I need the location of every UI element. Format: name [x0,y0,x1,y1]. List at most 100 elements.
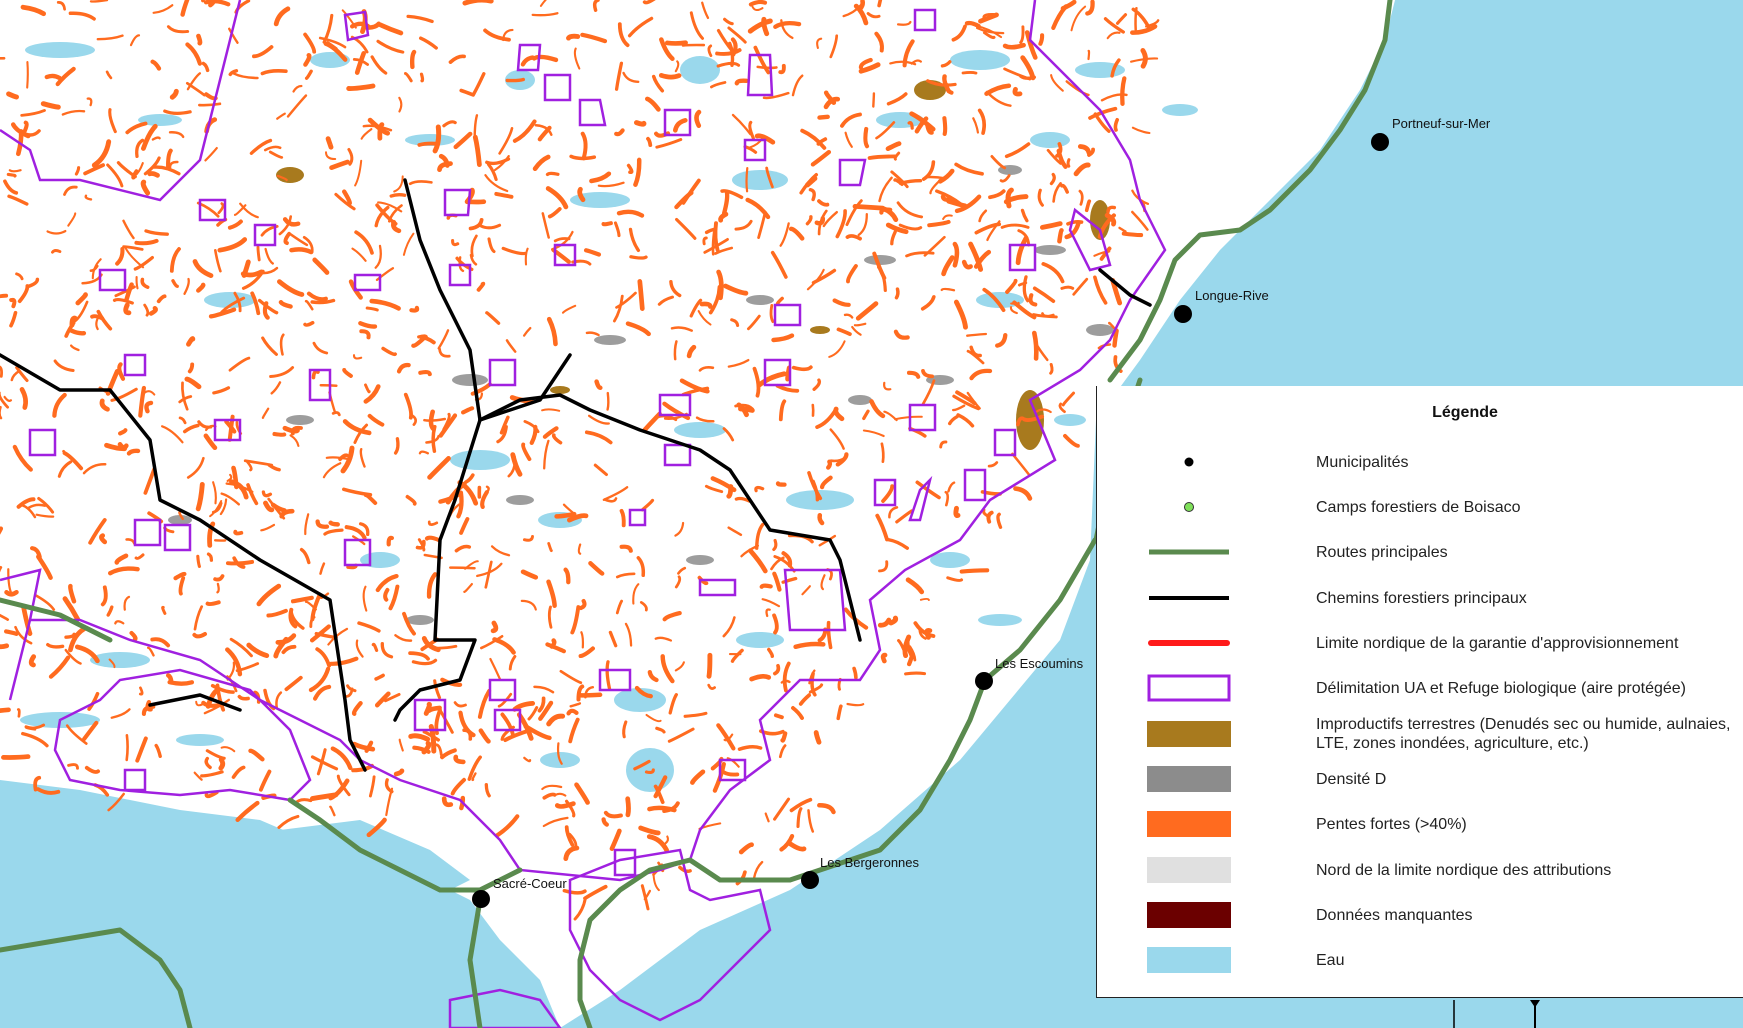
ua-main-boundary [0,0,1167,882]
road-s [467,897,483,1028]
town-markers: Portneuf-sur-Mer Longue-Rive Les Escoumi… [472,116,1491,908]
refuge-23 [763,358,792,387]
town-portneuf[interactable]: Portneuf-sur-Mer [1371,116,1491,151]
refuge-20 [123,353,147,377]
refuge-2 [516,43,542,72]
refuge-13 [553,243,577,267]
refuge-27 [993,428,1017,457]
refuge-26 [213,418,242,442]
road-coastal [1107,0,1393,383]
legend-item: Limite nordique de la garantie d'approvi… [1097,623,1743,663]
point-land [1160,235,1215,290]
legend-item: Pentes fortes (>40%) [1097,804,1743,844]
legend-item: Eau [1097,940,1743,980]
forest-road-north [393,178,482,722]
refuge-6 [578,98,607,127]
refuge-11 [198,198,227,222]
refuge-1 [343,10,370,42]
municipality-dot [975,672,993,690]
legend-label: Municipalités [1316,453,1409,471]
refuge-19 [1068,207,1112,272]
legend-item: Chemins forestiers principaux [1097,578,1743,618]
legend-title: Légende [1432,404,1498,421]
road-sacre-coeur [287,797,523,893]
refuge-3 [746,53,774,97]
legend-symbol-fill-darkred [1147,900,1231,930]
legend-label: Pentes fortes (>40%) [1316,815,1467,833]
refuge-32 [908,475,933,522]
road-sw2 [0,597,113,643]
refuge-14 [448,263,472,287]
legend-label: Chemins forestiers principaux [1316,589,1527,607]
legend-symbol-line-red [1147,628,1231,658]
unproductive-patches [276,80,1110,450]
town-les-bergeronnes[interactable]: Les Bergeronnes [801,855,920,889]
legend-label: Délimitation UA et Refuge biologique (ai… [1316,679,1686,697]
refuge-7 [663,108,692,137]
town-label-les-escoumins: Les Escoumins [995,656,1084,671]
town-longue-rive[interactable]: Longue-Rive [1174,288,1269,323]
refuge-16 [98,268,127,292]
legend-label: Données manquantes [1316,906,1473,924]
legend-symbol-box-purple [1147,673,1231,703]
legend-item: Municipalités [1097,442,1743,482]
town-sacre-coeur[interactable]: Sacré-Coeur [472,876,567,908]
legend-item: Densité D [1097,759,1743,799]
town-label-les-bergeronnes: Les Bergeronnes [820,855,920,870]
legend-item: Données manquantes [1097,895,1743,935]
forest-road-sw [148,693,242,712]
legend-item: Délimitation UA et Refuge biologique (ai… [1097,668,1743,708]
legend-symbol-line-black [1147,583,1231,613]
legend-symbol-fill-lightgray [1147,855,1231,885]
town-label-portneuf: Portneuf-sur-Mer [1392,116,1491,131]
refuge-8 [743,138,767,162]
refuge-37 [783,568,847,632]
refuge-33 [133,518,162,547]
legend-item: Routes principales [1097,532,1743,572]
town-les-escoumins[interactable]: Les Escoumins [975,656,1084,690]
refuge-39 [598,668,632,692]
refuge-4 [913,8,937,32]
legend-label: Camps forestiers de Boisaco [1316,498,1521,516]
forest-road-east [478,393,862,642]
refuge-21 [488,358,517,387]
refuge-34 [163,523,192,552]
legend-symbol-dot-green [1147,492,1231,522]
legend-label: Densité D [1316,770,1387,788]
refuge-38 [698,578,737,597]
refuge-40 [488,678,517,702]
town-label-longue-rive: Longue-Rive [1195,288,1269,303]
legend-symbol-fill-water [1147,945,1231,975]
refuge-35 [343,538,372,567]
ua-delimitation [0,0,1167,1028]
steep-slopes [0,0,1160,921]
refuge-24 [658,393,692,417]
density-d-patches [168,165,1114,625]
legend-label: Routes principales [1316,543,1448,561]
legend-item: Camps forestiers de Boisaco [1097,487,1743,527]
refuge-25 [908,403,937,432]
legend-item: Improductifs terrestres (Denudés sec ou … [1097,714,1743,754]
refuge-9 [838,158,867,187]
forest-road-ne [478,353,572,422]
legend-symbol-line-green [1147,537,1231,567]
legend-symbol-fill-orange [1147,809,1231,839]
refuge-44 [613,848,637,877]
refuge-45 [123,768,147,792]
ua-south-west [53,668,312,802]
refuge-28 [28,428,57,457]
legend-item: Nord de la limite nordique des attributi… [1097,850,1743,890]
refuge-15 [353,273,382,292]
refuge-36 [628,508,647,527]
refuge-18 [1008,243,1037,272]
ua-south-corner [448,988,562,1028]
refuge-41 [493,708,522,732]
refuge-22 [308,368,332,402]
legend-symbol-fill-brown [1147,719,1231,749]
legend-symbol-fill-gray [1147,764,1231,794]
legend-label: Eau [1316,951,1345,969]
legend-symbol-dot-black [1147,447,1231,477]
municipality-dot [801,871,819,889]
ua-south [568,848,772,1022]
